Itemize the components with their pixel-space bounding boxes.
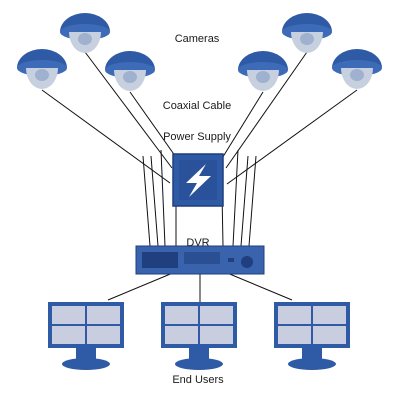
monitor-left — [48, 302, 124, 370]
camera-1 — [17, 49, 67, 89]
wire-camera-2-power — [84, 51, 173, 169]
wire-power-dvr-6 — [232, 149, 239, 247]
wire-dvr-monitor-left — [107, 269, 181, 301]
wire-dvr-monitor-right — [219, 269, 293, 301]
monitor-center — [161, 302, 237, 370]
monitor-right — [274, 302, 350, 370]
wire-power-dvr-1 — [142, 155, 151, 247]
dvr-recorder-icon — [135, 245, 265, 275]
wire-power-dvr-3 — [160, 149, 166, 247]
wire-power-dvr-2 — [150, 155, 159, 247]
dome-camera-icon — [60, 13, 110, 53]
dome-camera-icon — [332, 49, 382, 89]
dome-camera-icon — [17, 49, 67, 89]
coaxial-cable-label: Coaxial Cable — [163, 100, 231, 112]
wire-camera-3-power — [129, 91, 179, 161]
camera-6 — [332, 49, 382, 89]
camera-2 — [60, 13, 110, 53]
end-users-label: End Users — [172, 374, 224, 386]
monitor-icon — [161, 302, 237, 370]
wire-power-dvr-7 — [240, 155, 249, 247]
camera-5 — [282, 13, 332, 53]
dvr-recorder — [135, 245, 265, 275]
wire-camera-6-power — [226, 89, 358, 185]
wire-power-dvr-8 — [248, 155, 257, 247]
dome-camera-icon — [105, 51, 155, 91]
cameras-label: Cameras — [175, 33, 220, 45]
dome-camera-icon — [282, 13, 332, 53]
wire-camera-1-power — [41, 89, 171, 184]
wire-camera-4-power — [220, 91, 264, 161]
monitor-icon — [274, 302, 350, 370]
dome-camera-icon — [238, 51, 288, 91]
camera-4 — [238, 51, 288, 91]
monitor-icon — [48, 302, 124, 370]
power-supply — [172, 153, 224, 207]
camera-3 — [105, 51, 155, 91]
power-supply-label: Power Supply — [163, 131, 231, 143]
wire-camera-5-power — [225, 51, 308, 169]
power-lightning-icon — [186, 164, 211, 197]
